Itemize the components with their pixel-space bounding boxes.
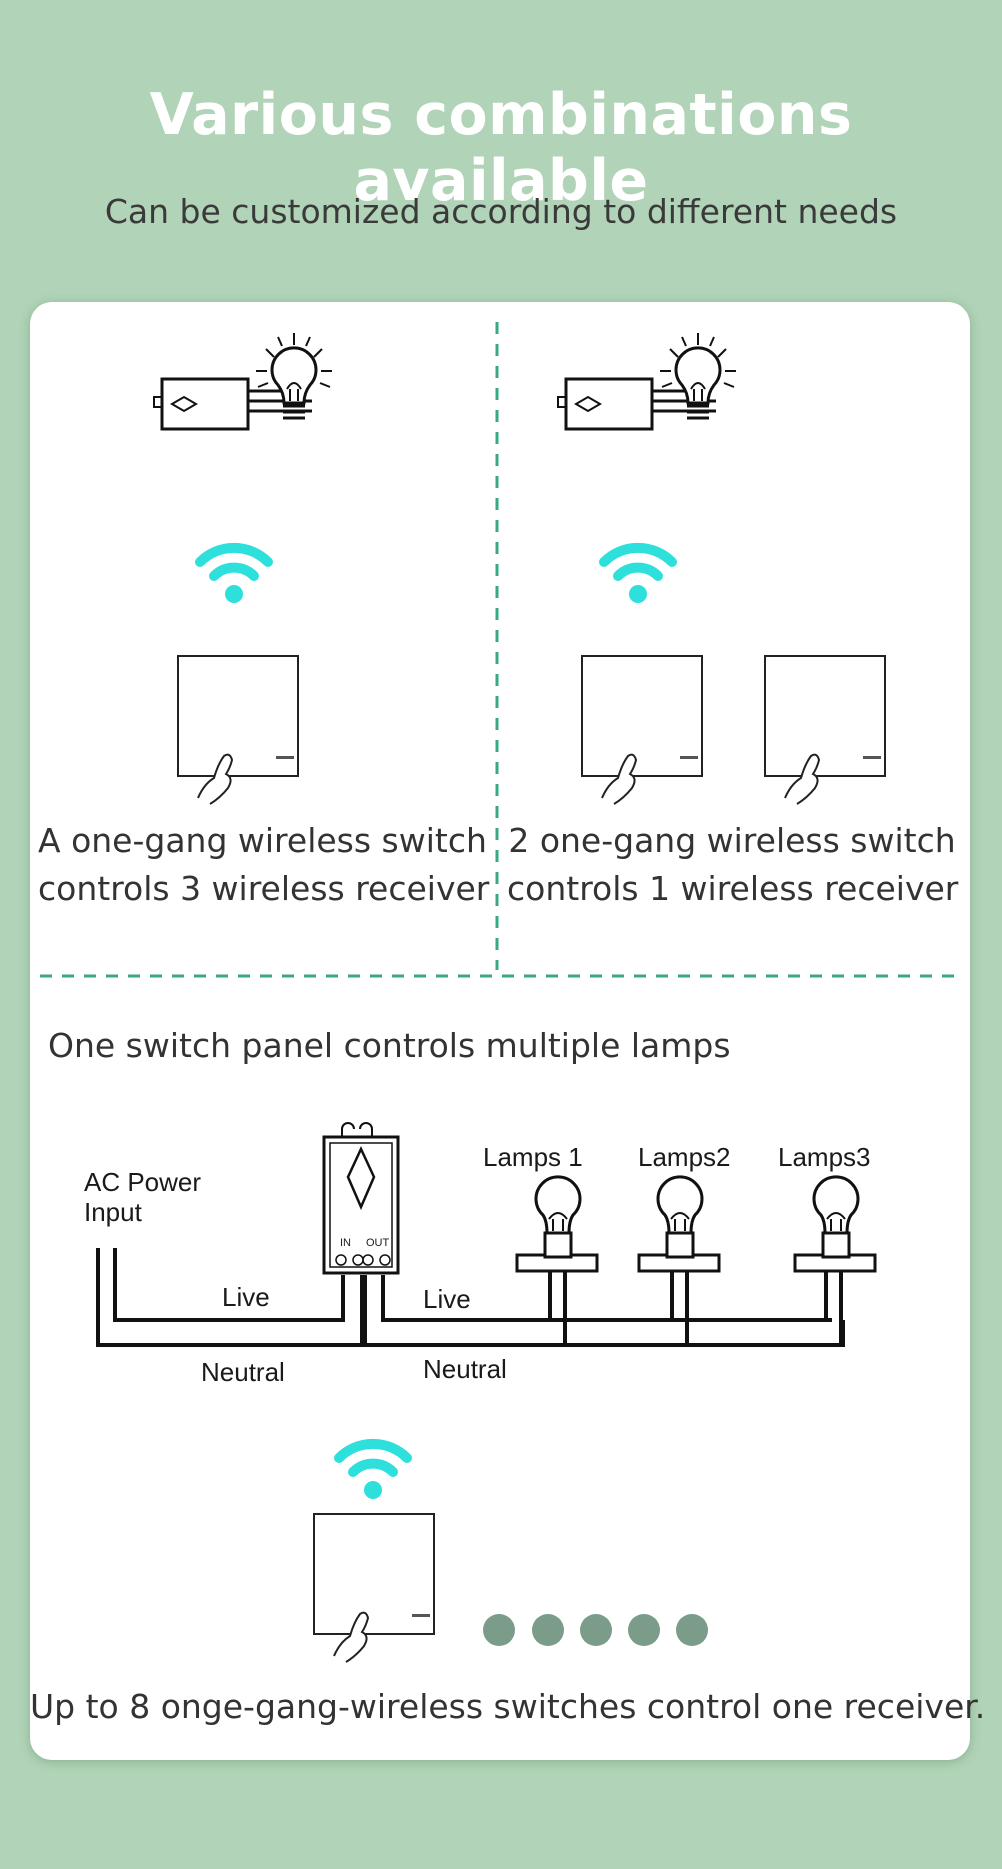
combinations-card [30,302,970,1760]
page-title: Various combinations available [149,82,853,214]
live-left-label: Live [222,1282,270,1312]
page-subtitle: Can be customized according to different… [104,192,898,231]
ac-power-label: AC Power Input [84,1167,202,1227]
neutral-left-label: Neutral [201,1357,285,1387]
dot-2 [532,1614,564,1646]
lamp-1-icon [515,1175,599,1273]
left-receiver-lamp-icon [152,331,334,431]
lamp-2-icon [637,1175,721,1273]
left-caption: A one-gang wireless switch controls 3 wi… [38,817,490,913]
left-caption-line2: controls 3 wireless receiver [38,869,490,908]
lamp-3-label: Lamps3 [778,1142,871,1172]
right-receiver-lamp-icon [556,331,738,431]
wiring-diagram [96,1122,877,1347]
left-caption-line1: A one-gang wireless switch [38,821,487,860]
left-wifi-icon [184,527,284,607]
dot-3 [580,1614,612,1646]
live-right-label: Live [423,1284,471,1314]
footer-caption: Up to 8 onge-gang-wireless switches cont… [30,1687,986,1726]
neutral-right-label: Neutral [423,1354,507,1384]
receiver-out-label: OUT [366,1237,390,1249]
dot-5 [676,1614,708,1646]
lamp-3-icon [793,1175,877,1273]
bottom-switch-icon [313,1513,435,1663]
right-caption-line2: controls 1 wireless receiver [507,869,959,908]
lamp-1-label: Lamps 1 [483,1142,583,1172]
dot-1 [483,1614,515,1646]
left-switch-icon [177,655,299,805]
receiver-in-label: IN [340,1237,351,1249]
right-caption: 2 one-gang wireless switch controls 1 wi… [507,817,959,913]
right-switch-icon-2 [764,655,886,805]
bottom-wifi-icon [323,1424,423,1504]
right-caption-line1: 2 one-gang wireless switch [508,821,956,860]
right-wifi-icon [588,527,688,607]
dot-4 [628,1614,660,1646]
lamp-2-label: Lamps2 [638,1142,731,1172]
wiring-section-title: One switch panel controls multiple lamps [48,1026,731,1065]
right-switch-icon-1 [581,655,703,805]
